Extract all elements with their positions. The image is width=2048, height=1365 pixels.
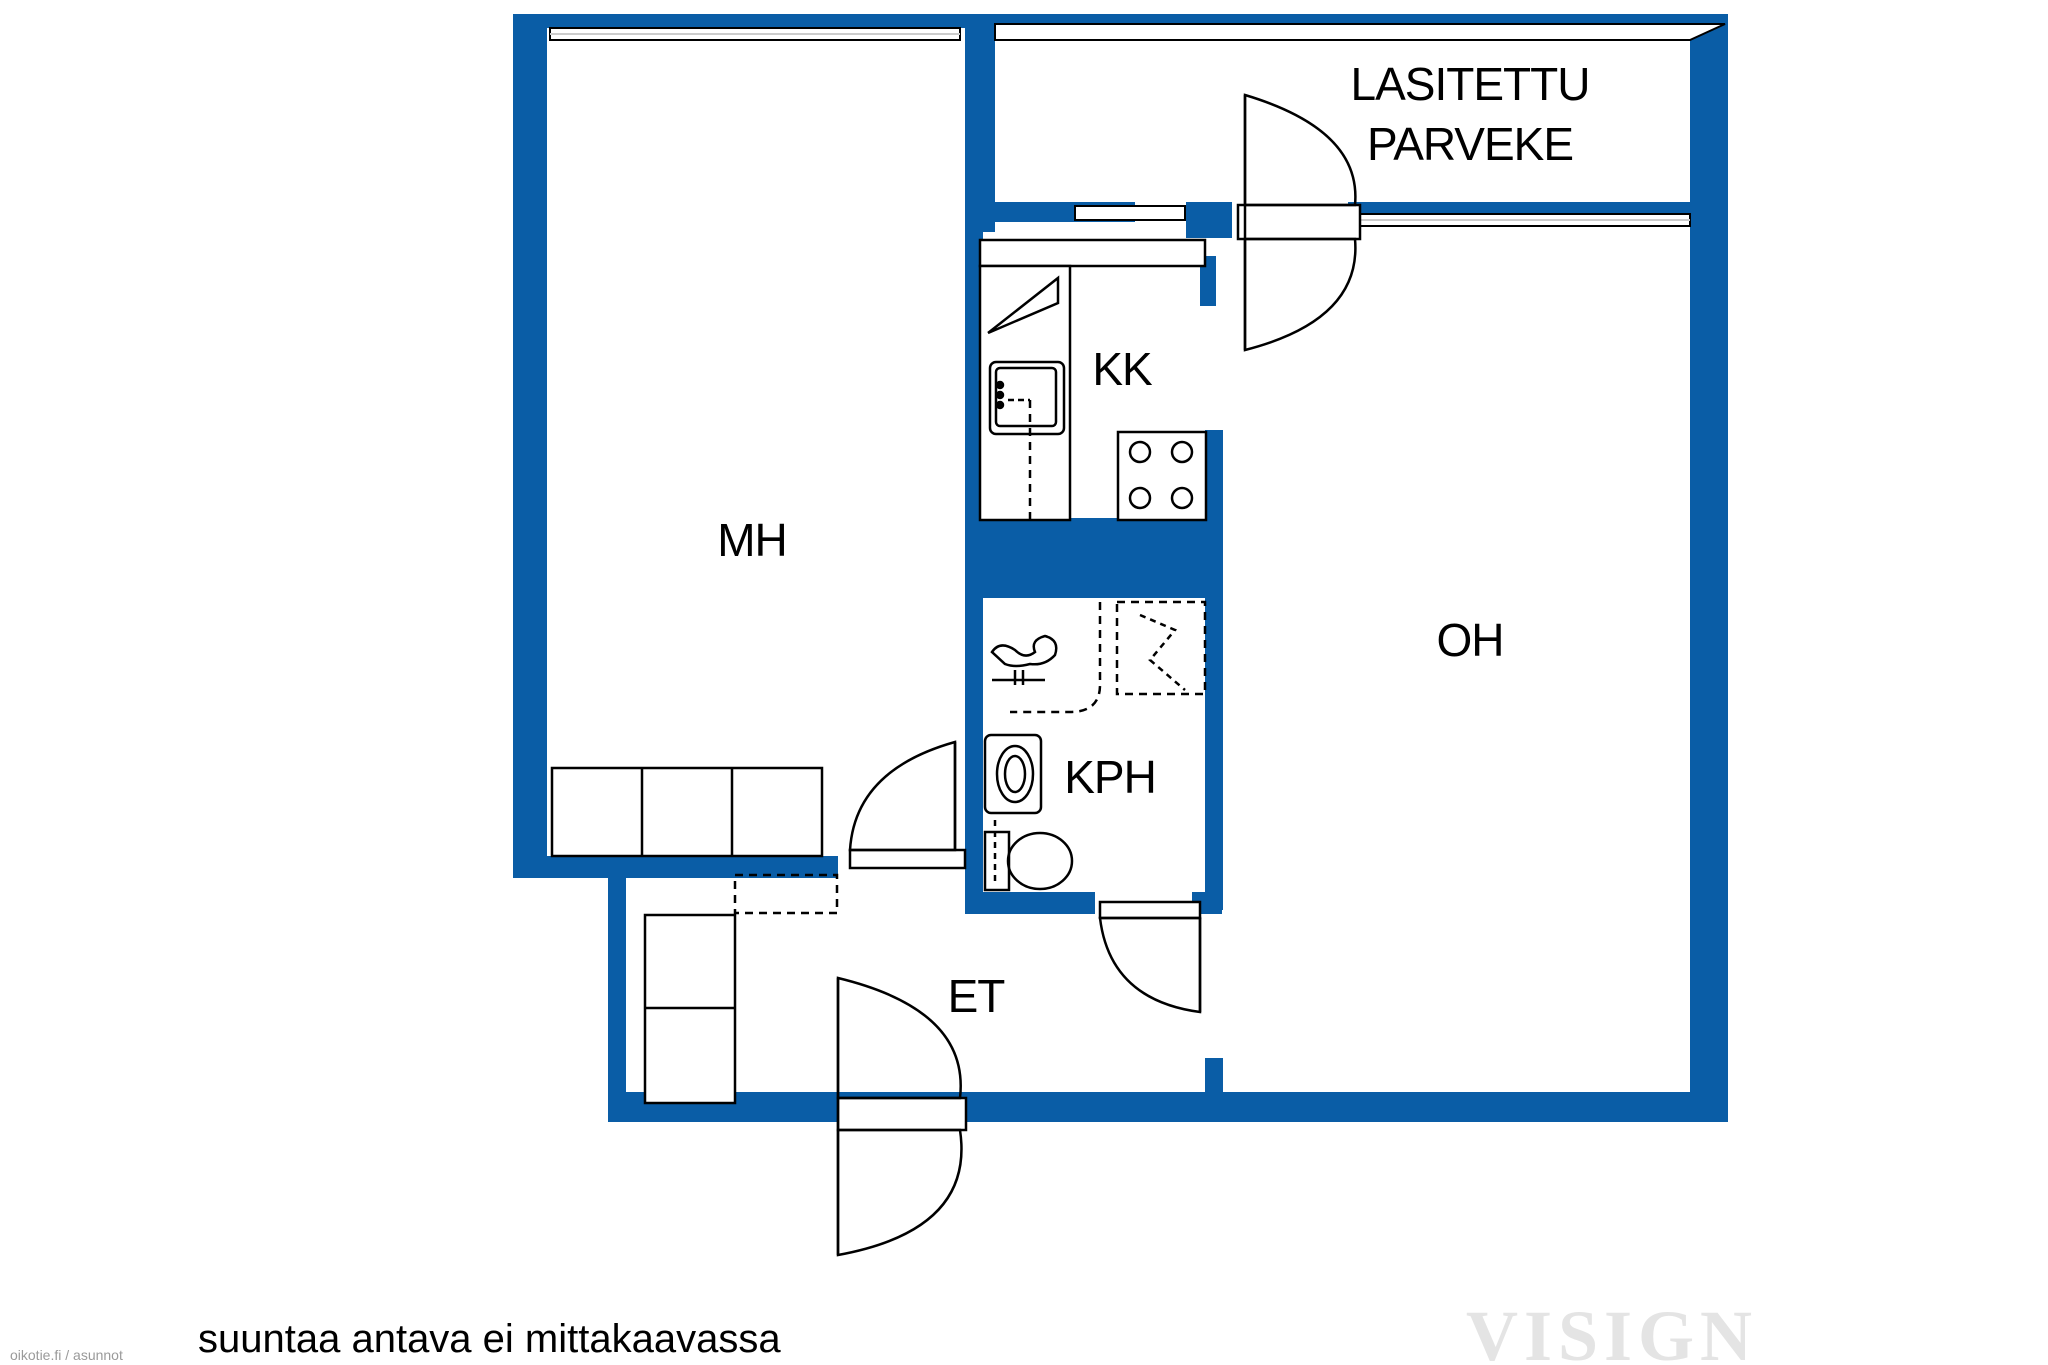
wall-kk-kph <box>965 518 1220 598</box>
wall-mh-kk <box>965 14 983 914</box>
kitchen-upper-counter <box>978 238 1207 268</box>
fridge-icon <box>987 275 1060 335</box>
hall-shelf <box>733 873 839 915</box>
wall-balcony-stub <box>1186 202 1232 238</box>
wall-top-left <box>513 14 965 28</box>
wall-oh-stub <box>1205 1058 1223 1098</box>
door-swing-icon <box>836 976 968 1257</box>
kitchen-furniture <box>978 238 1208 522</box>
shower-icon <box>1115 600 1207 696</box>
wall-left <box>513 14 547 876</box>
windows <box>549 23 1726 227</box>
wall-step-bottom <box>513 856 838 878</box>
window-balcony <box>994 23 1726 41</box>
washing-machine-icon <box>990 634 1058 668</box>
sink-icon <box>988 360 1066 436</box>
wall-hall-left <box>608 856 626 1122</box>
label-balcony-line2: PARVEKE <box>1367 118 1573 170</box>
wall-top-right <box>995 14 1725 24</box>
label-bathroom: KPH <box>1064 751 1156 803</box>
room-labels: LASITETTU PARVEKE KK MH OH KPH ET <box>717 58 1590 1022</box>
source-label: oikotie.fi / asunnot <box>10 1347 123 1363</box>
door-swing-icon <box>848 740 967 870</box>
label-kitchen: KK <box>1092 343 1153 395</box>
wall-bottom <box>608 1092 1728 1122</box>
doors <box>836 93 1362 1257</box>
label-living: OH <box>1437 614 1504 666</box>
label-bedroom: MH <box>717 514 787 566</box>
door-swing-icon <box>1098 900 1202 1014</box>
wall-right <box>1690 14 1728 1122</box>
wall-kph-right <box>1205 430 1223 910</box>
bathroom-fixtures <box>983 600 1207 892</box>
wall-kk-stub <box>1200 256 1216 306</box>
door-swing-icon <box>1236 93 1362 352</box>
wall-kph-bottom <box>965 892 1095 914</box>
wardrobe-icon <box>550 766 824 858</box>
hall-furniture <box>643 873 839 1105</box>
window-kk <box>1074 205 1186 221</box>
washbasin-icon <box>983 733 1043 815</box>
scale-note: suuntaa antava ei mittakaavassa <box>198 1317 781 1361</box>
label-hall: ET <box>948 970 1006 1022</box>
label-balcony-line1: LASITETTU <box>1351 58 1590 110</box>
walls <box>513 14 1728 1122</box>
watermark-logo: VISIGN <box>1466 1296 1758 1365</box>
